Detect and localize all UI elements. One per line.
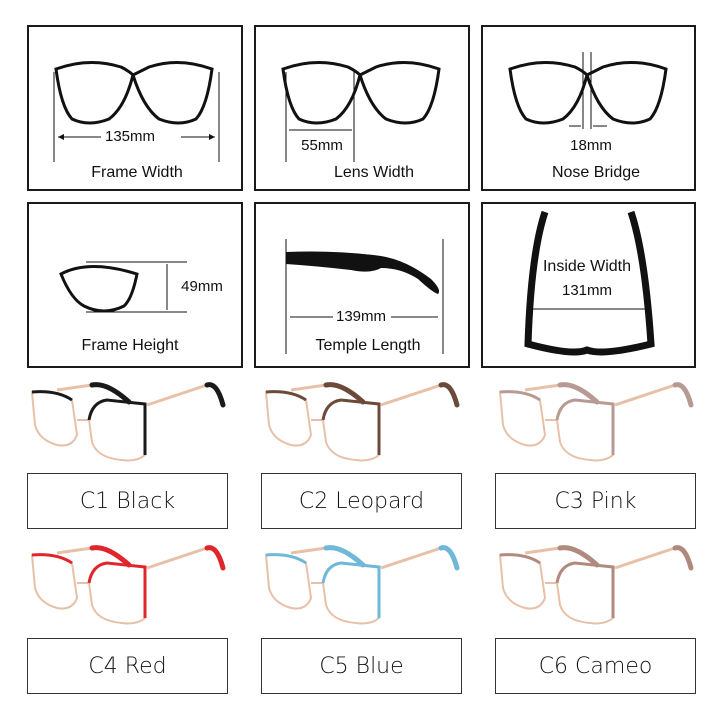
- glasses-top-icon: [524, 210, 655, 356]
- glasses-product-image-2: [264, 382, 460, 462]
- color-option-c3[interactable]: C3 Pink: [495, 473, 696, 529]
- frame-width-panel: 135mm Frame Width: [27, 25, 243, 191]
- glasses-front-icon: [281, 60, 441, 162]
- inside-width-value: 131mm: [561, 282, 613, 299]
- glasses-product-image-3: [498, 382, 694, 462]
- frame-width-value: 135mm: [104, 128, 156, 145]
- color-option-c5[interactable]: C5 Blue: [261, 638, 462, 694]
- inside-width-label: Inside Width: [542, 258, 632, 275]
- glasses-product-image-1: [30, 382, 226, 462]
- temple-arm-icon: [285, 239, 444, 354]
- frame-height-panel: 49mm Frame Height: [27, 202, 243, 368]
- lens-width-label: Lens Width: [333, 164, 415, 181]
- color-option-c6[interactable]: C6 Cameo: [495, 638, 696, 694]
- color-option-c4[interactable]: C4 Red: [27, 638, 228, 694]
- temple-length-value: 139mm: [335, 308, 387, 325]
- lens-width-value: 55mm: [301, 137, 343, 154]
- temple-length-panel: 139mm Temple Length: [254, 202, 470, 368]
- inside-width-panel: Inside Width 131mm: [481, 202, 696, 368]
- frame-width-label: Frame Width: [91, 164, 183, 181]
- color-option-c1[interactable]: C1 Black: [27, 473, 228, 529]
- glasses-product-image-5: [264, 545, 460, 625]
- color-option-c2[interactable]: C2 Leopard: [261, 473, 462, 529]
- glasses-product-image-4: [30, 545, 226, 625]
- glasses-front-icon: [508, 52, 668, 129]
- temple-length-label: Temple Length: [315, 337, 421, 354]
- glasses-front-icon: [53, 60, 220, 162]
- nose-bridge-panel: 18mm Nose Bridge: [481, 25, 696, 191]
- lens-width-panel: 55mm Lens Width: [254, 25, 470, 191]
- frame-height-value: 49mm: [181, 278, 223, 295]
- nose-bridge-value: 18mm: [570, 137, 612, 154]
- frame-height-label: Frame Height: [81, 337, 179, 354]
- lens-side-icon: [59, 261, 187, 313]
- nose-bridge-label: Nose Bridge: [551, 164, 641, 181]
- glasses-product-image-6: [498, 545, 694, 625]
